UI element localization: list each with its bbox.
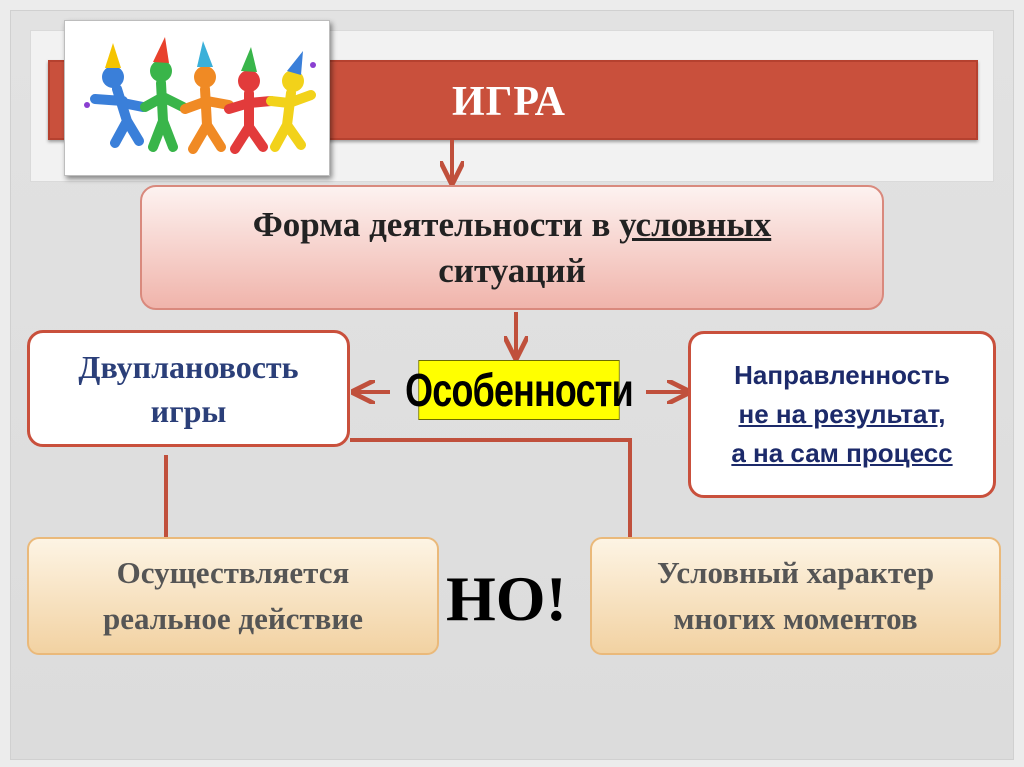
direction-line-3: а на сам процесс — [731, 438, 953, 468]
real-action-box: Осуществляется реальное действие — [27, 537, 439, 655]
conditional-box: Условный характер многих моментов — [590, 537, 1001, 655]
definition-line-2: ситуаций — [438, 250, 586, 290]
definition-underlined-word: условных — [619, 204, 772, 244]
definition-box: Форма деятельности в условных ситуаций — [140, 185, 884, 310]
duality-line-2: игры — [150, 392, 227, 429]
definition-line-1: Форма деятельности в условных — [253, 202, 771, 248]
conditional-line-2: многих моментов — [673, 601, 918, 636]
duality-box: Двуплановость игры — [27, 330, 350, 447]
party-people-image — [64, 20, 330, 176]
direction-line-1: Направленность — [734, 360, 950, 390]
real-action-line-1: Осуществляется — [116, 555, 350, 590]
direction-box: Направленность не на результат, а на сам… — [688, 331, 996, 498]
slide-title: ИГРА — [452, 79, 567, 125]
features-label: Особенности — [405, 360, 634, 420]
conditional-line-1: Условный характер — [656, 555, 935, 590]
but-label: НО! — [446, 563, 567, 634]
direction-line-2: не на результат, — [738, 399, 946, 429]
party-people-icon — [84, 37, 316, 154]
real-action-line-2: реальное действие — [102, 601, 364, 636]
definition-text: Форма деятельности в — [252, 204, 620, 244]
duality-line-1: Двуплановость — [78, 348, 299, 385]
